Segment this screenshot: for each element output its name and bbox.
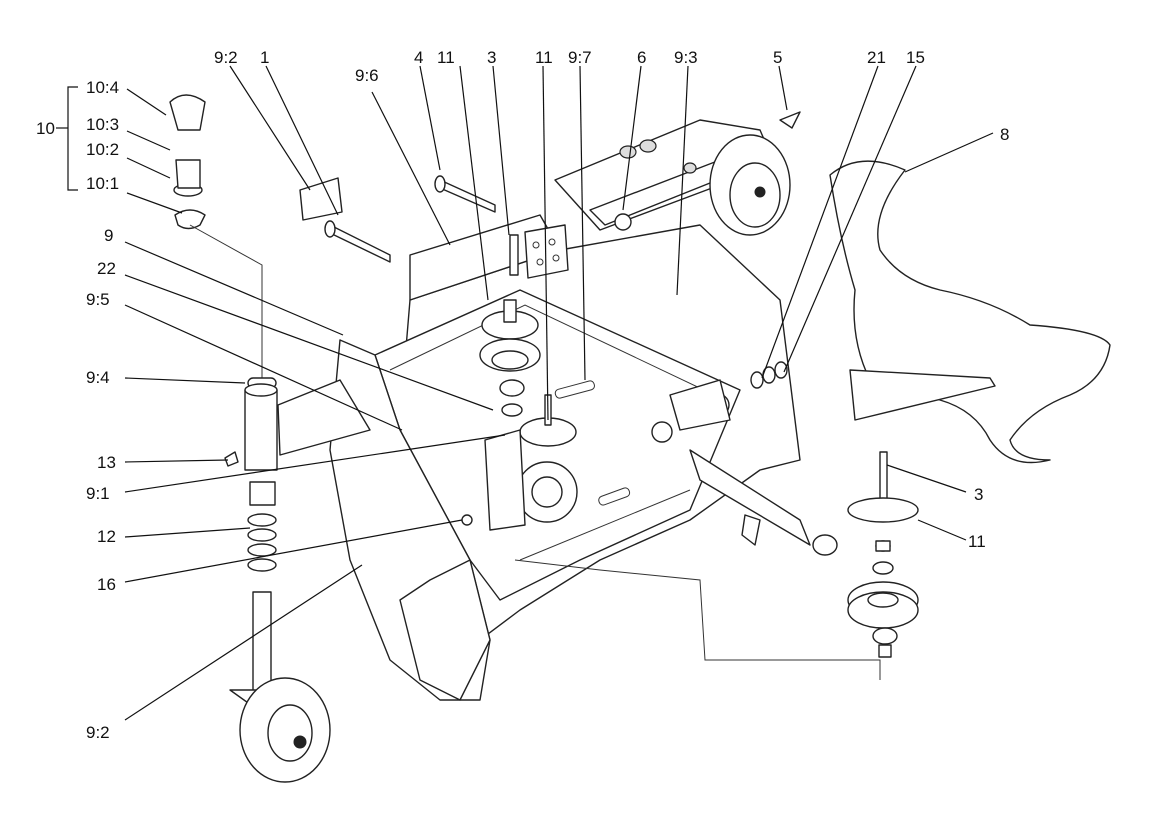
callout-21: 21 [867,48,886,67]
callout-1: 1 [260,48,269,67]
callout-10-4: 10:4 [86,78,119,97]
drive-belt [829,160,1111,464]
callout-10-3: 10:3 [86,115,119,134]
callout-10-2: 10:2 [86,140,119,159]
callout-9-5: 9:5 [86,290,110,309]
adjuster-rod [651,379,838,556]
callout-9-4: 9:4 [86,368,110,387]
deck-frame [329,214,801,701]
deck-pulleys [461,224,578,531]
callout-13: 13 [97,453,116,472]
callout-11-right: 11 [968,532,986,551]
idler-arm-assembly [554,111,801,236]
callout-12: 12 [97,527,116,546]
callout-9-7: 9:7 [568,48,592,67]
callout-8: 8 [1000,125,1009,144]
callout-9-3: 9:3 [674,48,698,67]
callout-6: 6 [637,48,646,67]
callout-11-a: 11 [437,48,455,67]
pivot-bolts [299,175,496,263]
callout-16: 16 [97,575,116,594]
callout-9-6: 9:6 [355,66,379,85]
caster-assembly [169,94,371,783]
callout-9-2-bottom: 9:2 [86,723,110,742]
callout-9-2-top: 9:2 [214,48,238,67]
callout-9-1: 9:1 [86,484,110,503]
callout-5: 5 [773,48,782,67]
callout-10: 10 [36,119,55,138]
callout-10-1: 10:1 [86,174,119,193]
callout-3-top: 3 [487,48,496,67]
callout-labels: 10:4 10:3 10:2 10:1 10 9:2 1 9:6 4 11 3 … [36,48,1009,742]
callout-11-b: 11 [535,48,553,67]
callout-3-right: 3 [974,485,983,504]
callout-9: 9 [104,226,113,245]
callout-15: 15 [906,48,925,67]
callout-22: 22 [97,259,116,278]
leader-lines [56,65,994,721]
spindle-pulley-stack [514,451,919,680]
callout-4: 4 [414,48,423,67]
